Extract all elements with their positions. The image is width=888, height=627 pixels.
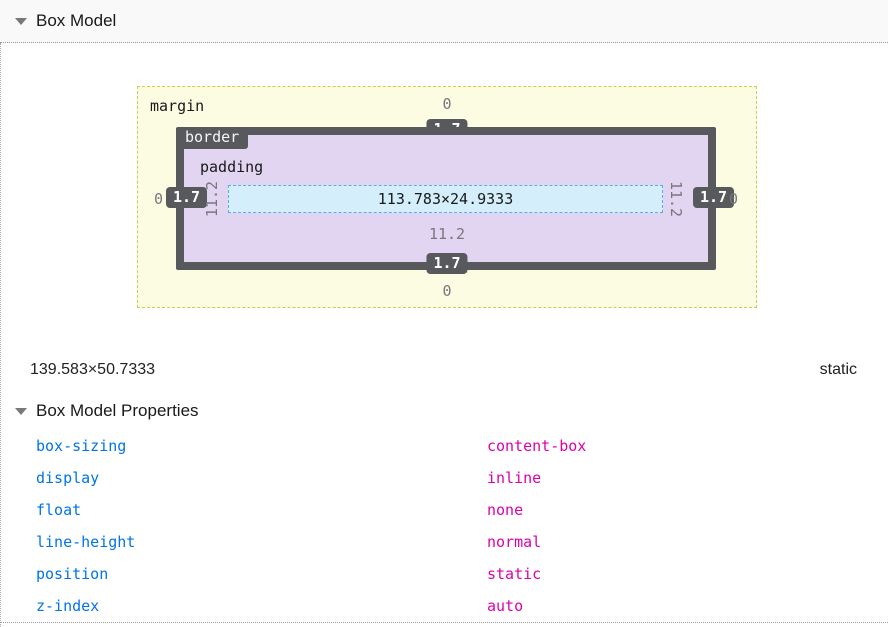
property-row[interactable]: z-index auto: [0, 590, 888, 622]
chevron-down-icon[interactable]: [15, 407, 27, 415]
border-left-value[interactable]: 1.7: [166, 187, 208, 208]
property-name: float: [36, 501, 82, 519]
property-value: auto: [487, 597, 524, 615]
property-value: normal: [487, 533, 542, 551]
margin-left-value[interactable]: 0: [154, 190, 164, 208]
property-row[interactable]: box-sizing content-box: [0, 430, 888, 462]
border-right-value[interactable]: 1.7: [693, 187, 735, 208]
content-region[interactable]: 113.783×24.9333: [228, 185, 663, 213]
border-bottom-value[interactable]: 1.7: [426, 253, 468, 274]
property-value: inline: [487, 469, 542, 487]
property-name: display: [36, 469, 100, 487]
property-value: none: [487, 501, 524, 519]
property-row[interactable]: line-height normal: [0, 526, 888, 558]
element-dimensions: 139.583×50.7333: [30, 361, 156, 378]
property-row[interactable]: display inline: [0, 462, 888, 494]
property-name: position: [36, 565, 109, 583]
property-name: line-height: [36, 533, 136, 551]
properties-list: box-sizing content-box display inline fl…: [0, 430, 888, 623]
panel-left-divider: [0, 43, 1, 627]
property-value: static: [487, 565, 542, 583]
box-model-header[interactable]: Box Model: [0, 0, 888, 43]
box-model-properties-header[interactable]: Box Model Properties: [0, 399, 888, 423]
property-row[interactable]: float none: [0, 494, 888, 526]
content-size[interactable]: 113.783×24.9333: [377, 190, 514, 208]
padding-left-value[interactable]: 11.2: [203, 180, 221, 218]
margin-label: margin: [150, 97, 205, 115]
padding-right-value[interactable]: 11.2: [667, 180, 685, 218]
border-label: border: [176, 127, 249, 149]
margin-right-value[interactable]: 0: [729, 190, 739, 208]
box-model-diagram: margin 0 1.7 11.2 border padding 113.783…: [137, 86, 757, 308]
properties-title: Box Model Properties: [36, 401, 199, 420]
chevron-down-icon[interactable]: [15, 17, 27, 25]
padding-bottom-value[interactable]: 11.2: [428, 225, 466, 243]
margin-top-value[interactable]: 0: [442, 95, 452, 113]
property-value: content-box: [487, 437, 587, 455]
element-position: static: [819, 361, 857, 378]
property-name: z-index: [36, 597, 100, 615]
property-name: box-sizing: [36, 437, 127, 455]
panel-title: Box Model: [36, 11, 117, 30]
margin-bottom-value[interactable]: 0: [442, 282, 452, 300]
padding-label: padding: [200, 158, 264, 176]
property-row[interactable]: position static: [0, 558, 888, 590]
